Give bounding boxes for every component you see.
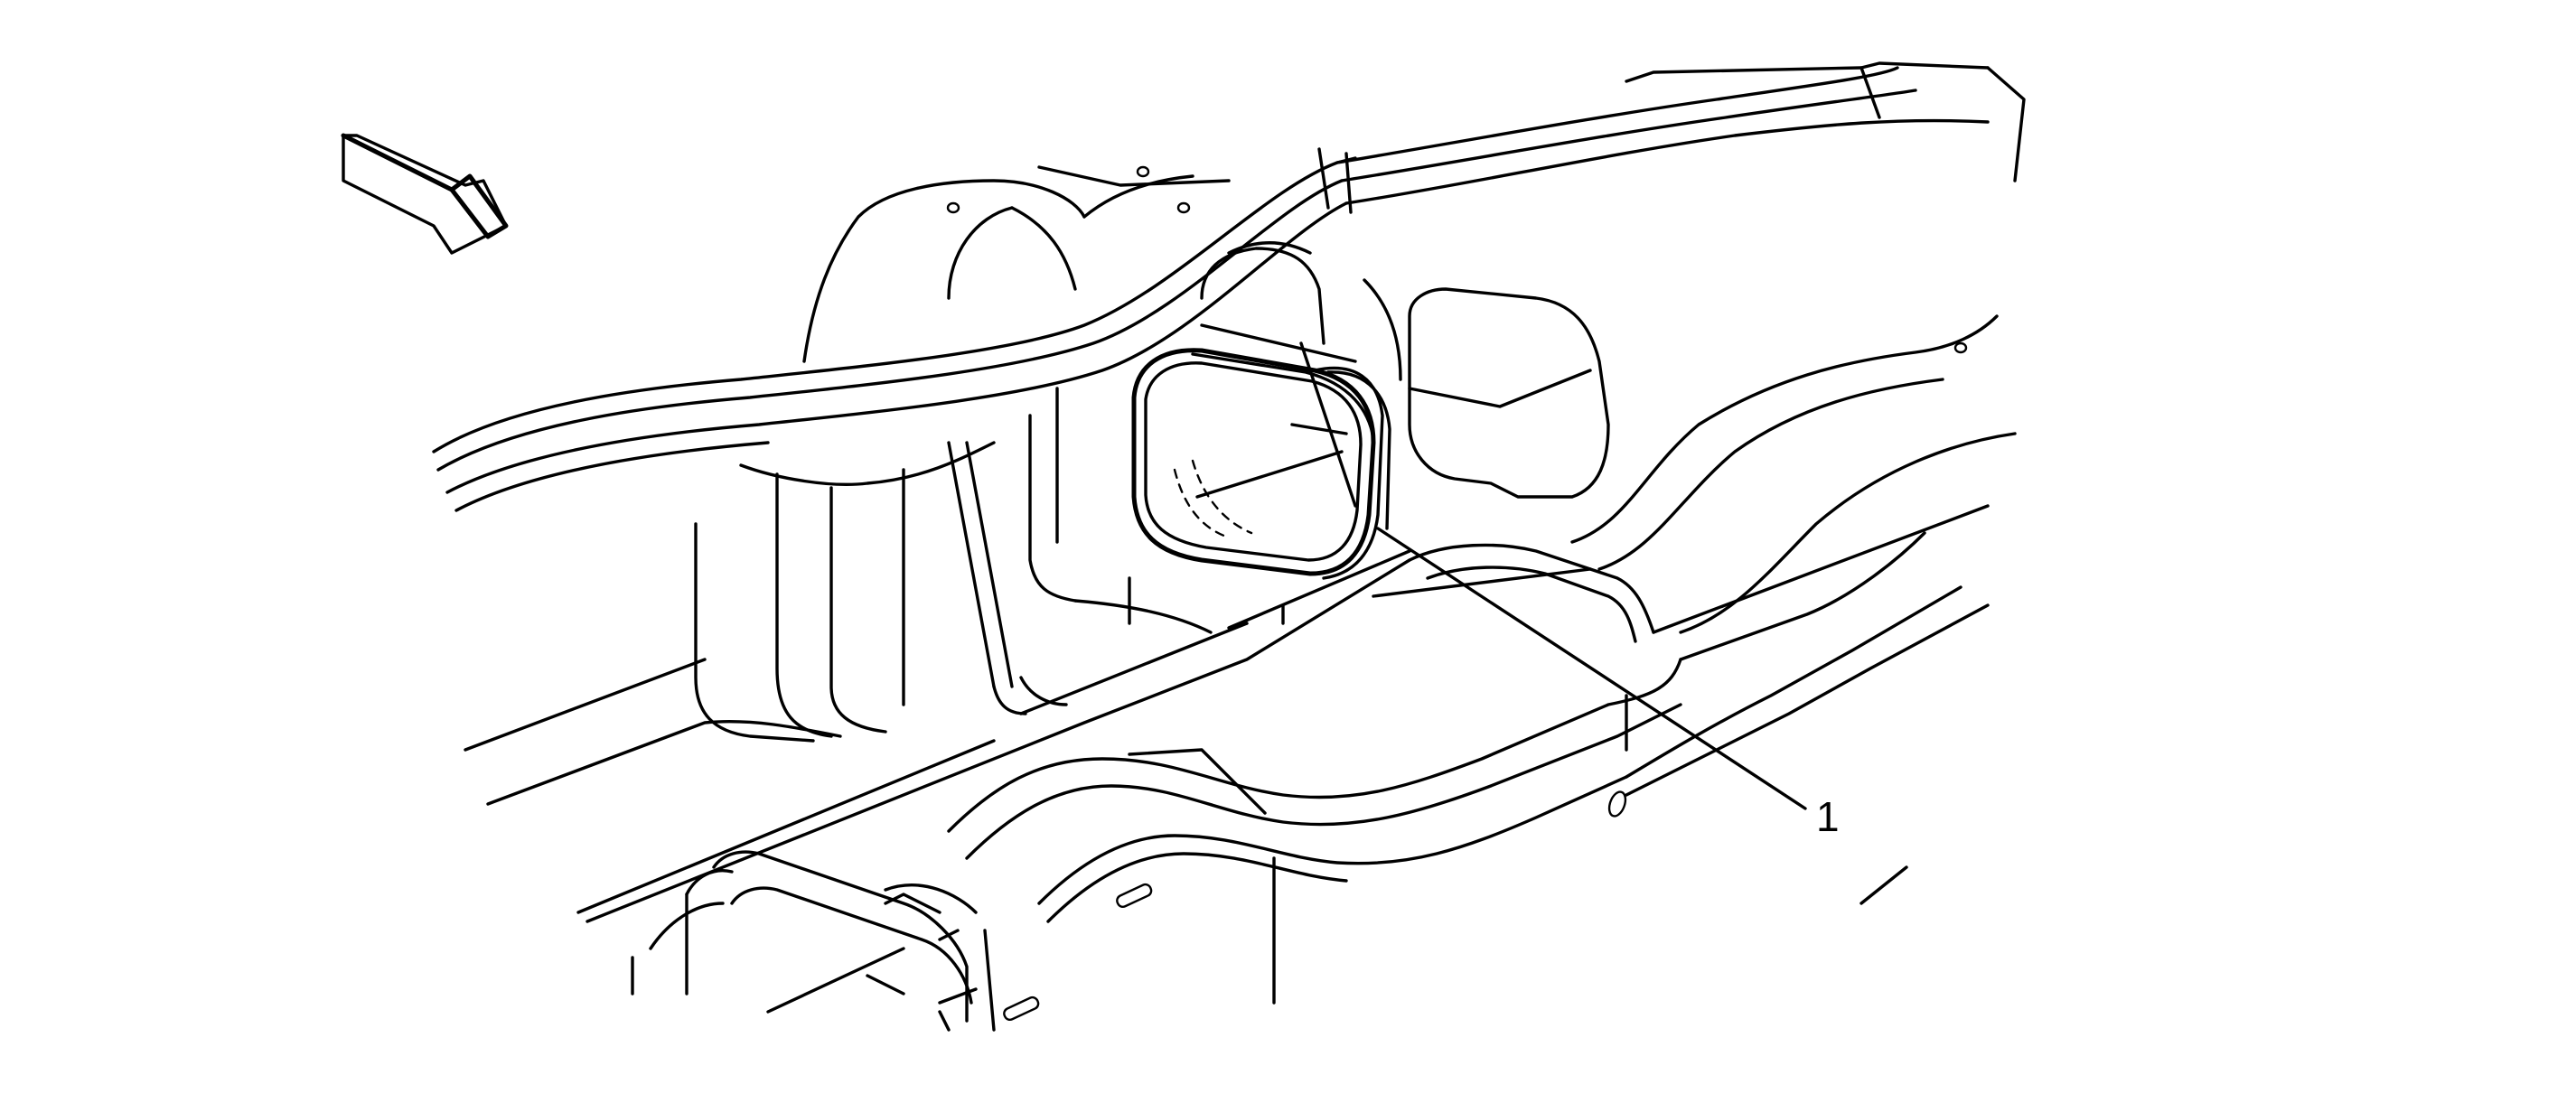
upper-box (802, 165, 1231, 363)
view-direction-arrow-icon (341, 133, 509, 255)
access-opening (1408, 287, 1610, 499)
panel-slots (1003, 341, 1968, 1022)
floor-panel (464, 549, 1411, 923)
rear-tunnel (1200, 241, 1402, 508)
front-crossmember (631, 850, 996, 1032)
lower-rail (947, 314, 2017, 1005)
callout-label-1: 1 (1816, 793, 1840, 840)
callout-1: 1 (1376, 527, 1840, 840)
grommet-plug (1131, 348, 1391, 580)
upper-rail (432, 61, 2026, 512)
inner-panel (694, 387, 1285, 743)
